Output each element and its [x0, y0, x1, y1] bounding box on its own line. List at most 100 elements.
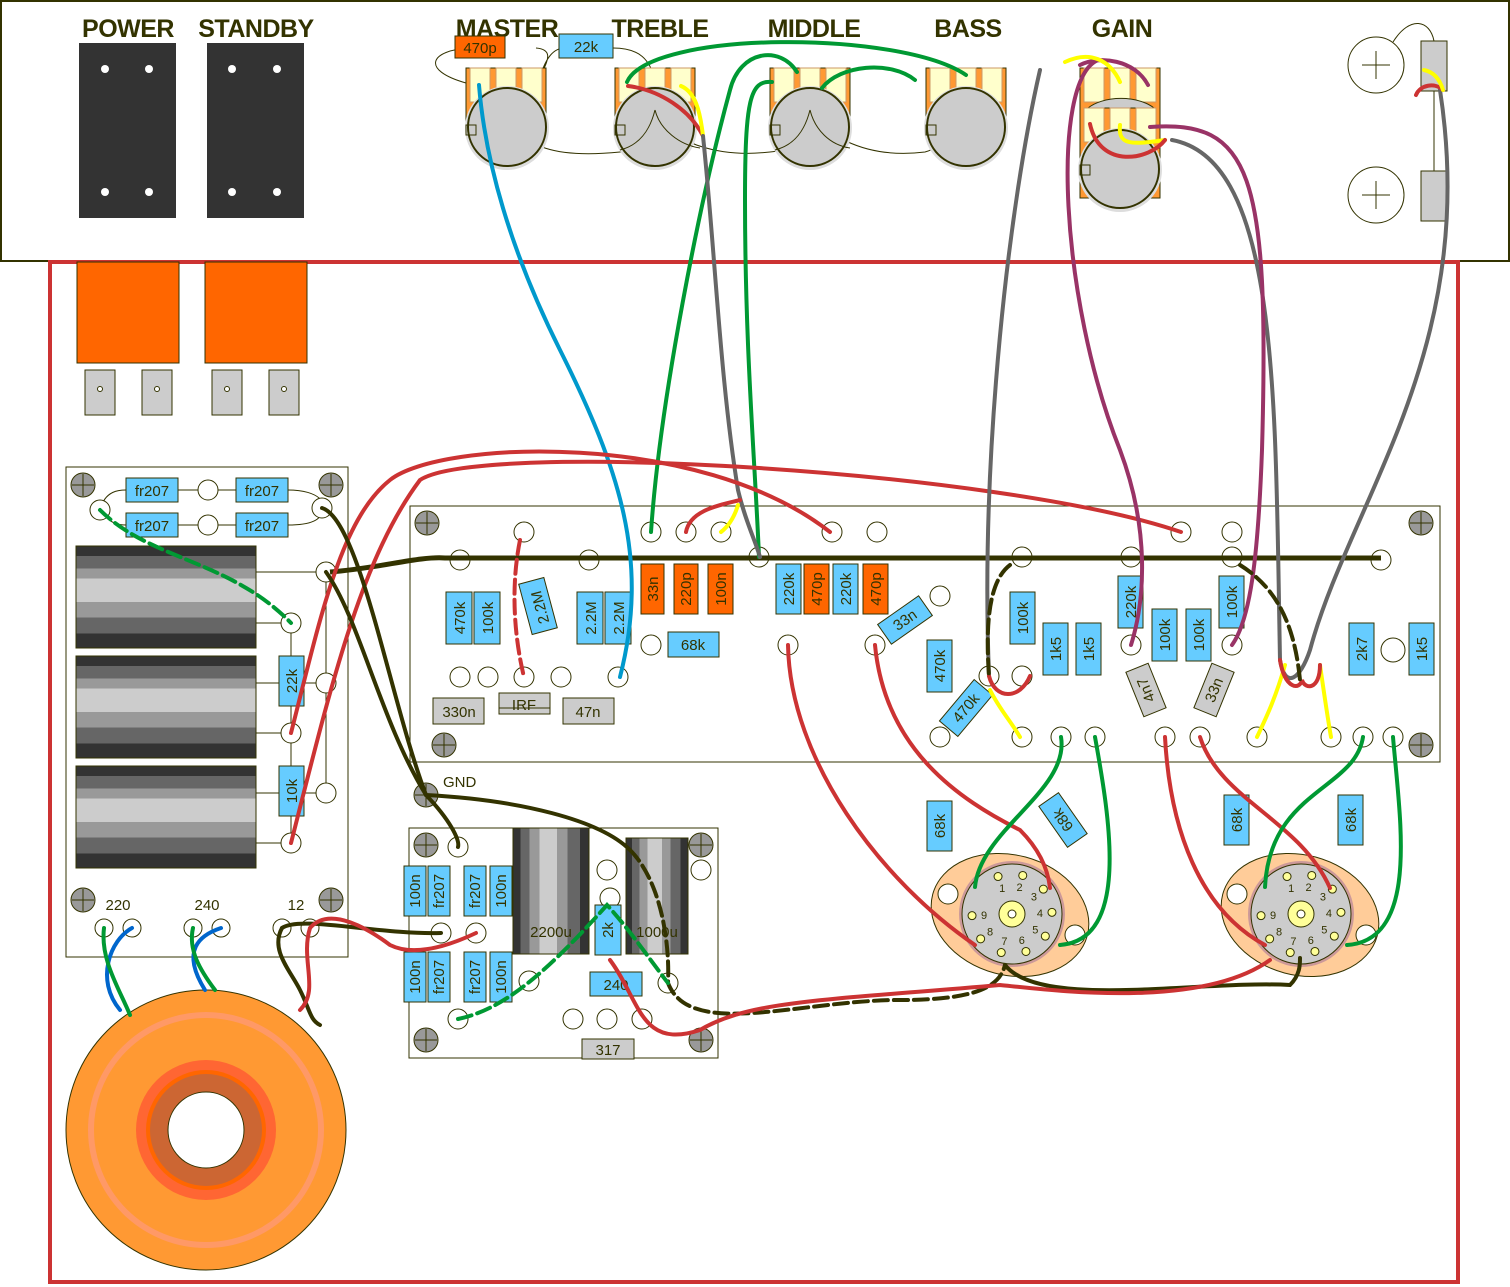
psu-res-10k: 10k [278, 765, 305, 817]
tube-pin [1336, 907, 1346, 917]
diode-fr207-4: fr207 [235, 512, 289, 538]
bass-label: BASS [934, 15, 1001, 43]
input-jack-1[interactable] [1347, 36, 1405, 94]
tube-pin-label: 5 [1321, 924, 1327, 936]
tube-pin-label: 1 [999, 883, 1005, 895]
svg-text:22k: 22k [574, 39, 599, 56]
tube-pin-label: 8 [987, 926, 993, 938]
diode-fr207-3: fr207 [125, 512, 179, 538]
filter-cap-2 [75, 655, 257, 759]
tube-pin-label: 1 [1288, 883, 1294, 895]
tube-pin [1329, 931, 1339, 941]
tube-pin [1307, 870, 1317, 880]
tap-240-label: 240 [194, 897, 219, 914]
tube-pin [1038, 884, 1048, 894]
tube-pin-label: 9 [1270, 910, 1276, 922]
tap-12-label: 12 [288, 897, 305, 914]
toroidal-transformer [65, 989, 347, 1271]
tube-pin [1047, 907, 1057, 917]
tube-pin [1018, 870, 1028, 880]
tone-section: 33n 220p 100n 68k 220k 470p 220k 470p 33… [640, 563, 934, 658]
svg-text:100k: 100k [1224, 585, 1241, 618]
mount-screw [70, 472, 344, 913]
master-pot[interactable] [465, 67, 549, 170]
svg-text:100n: 100n [407, 874, 424, 907]
svg-text:330n: 330n [442, 704, 475, 721]
regulator-317: 317 [581, 1038, 635, 1060]
reg-res-240: 240 [589, 971, 643, 997]
svg-text:100n: 100n [407, 960, 424, 993]
tube-pin-label: 2 [1305, 882, 1311, 894]
tube-pin [993, 872, 1003, 882]
tube-pin-label: 6 [1019, 935, 1025, 947]
jack-switch-top [1420, 40, 1448, 92]
tube-pin [1282, 872, 1292, 882]
svg-text:1k5: 1k5 [1048, 637, 1065, 661]
svg-text:470k: 470k [452, 601, 469, 634]
tube-pin-label: 5 [1032, 924, 1038, 936]
tube-pin-label: 3 [1031, 892, 1037, 904]
svg-text:470k: 470k [932, 649, 949, 682]
gain-section: 470k 470k 100k 1k5 1k5 220k 100k 100k 10… [926, 575, 1435, 738]
svg-text:1000u: 1000u [636, 924, 678, 941]
wires [98, 40, 1450, 1037]
tube-pin-label: 9 [981, 910, 987, 922]
power-switch-rear [76, 261, 180, 416]
tube-pin-label: 3 [1320, 892, 1326, 904]
psu-res-22k: 22k [278, 655, 305, 707]
svg-text:2.2M: 2.2M [583, 601, 600, 634]
filter-cap-3 [75, 765, 257, 869]
svg-text:fr207: fr207 [431, 874, 448, 908]
middle-pot[interactable] [768, 67, 852, 170]
svg-text:10k: 10k [284, 778, 301, 803]
svg-text:100k: 100k [1191, 618, 1208, 651]
ground-bus [329, 555, 1381, 575]
master-cap-470p [454, 35, 506, 59]
svg-text:68k: 68k [681, 637, 706, 654]
tube2-res-68k-a: 68k [1223, 794, 1250, 846]
input-jack-2[interactable] [1347, 166, 1405, 224]
tube-pin [996, 948, 1006, 958]
svg-text:220k: 220k [838, 572, 855, 605]
tube-pin [1265, 934, 1275, 944]
svg-text:100k: 100k [1157, 618, 1174, 651]
tube-pin [1310, 946, 1320, 956]
tube1-res-68k-a: 68k [926, 800, 953, 852]
tube-pin-label: 8 [1276, 926, 1282, 938]
svg-text:fr207: fr207 [135, 518, 169, 535]
power-switch[interactable] [79, 43, 176, 218]
svg-text:fr207: fr207 [245, 483, 279, 500]
svg-text:220p: 220p [678, 572, 695, 605]
svg-text:68k: 68k [1343, 807, 1360, 832]
tube-socket-1 [930, 852, 1090, 978]
jack-switch-bottom [1420, 170, 1448, 222]
middle-label: MIDDLE [768, 15, 861, 43]
svg-text:100k: 100k [1015, 601, 1032, 634]
svg-text:470p: 470p [868, 572, 885, 605]
svg-text:1k5: 1k5 [1414, 637, 1431, 661]
bass-pot[interactable] [924, 67, 1008, 170]
svg-text:fr207: fr207 [467, 874, 484, 908]
diode-fr207-1: fr207 [125, 477, 179, 503]
tube2-res-68k-b: 68k [1337, 794, 1364, 846]
tube-pin-label: 6 [1308, 935, 1314, 947]
tube-pin [1040, 931, 1050, 941]
svg-text:1k5: 1k5 [1081, 637, 1098, 661]
standby-switch[interactable] [207, 43, 304, 218]
svg-text:100n: 100n [713, 572, 730, 605]
tube-pin-label: 7 [1001, 936, 1007, 948]
svg-text:fr207: fr207 [245, 518, 279, 535]
svg-text:68k: 68k [932, 813, 949, 838]
svg-text:470p: 470p [463, 40, 496, 57]
svg-text:100k: 100k [480, 601, 497, 634]
cap-2200u [512, 827, 590, 955]
power-label: POWER [82, 15, 174, 43]
svg-text:fr207: fr207 [135, 483, 169, 500]
filter-cap-1 [75, 545, 257, 649]
gnd-label: GND [443, 774, 477, 791]
svg-text:2200u: 2200u [530, 924, 572, 941]
gain-label: GAIN [1092, 15, 1153, 43]
tube-socket-2 [1220, 852, 1380, 978]
svg-text:2k: 2k [600, 922, 617, 938]
input-section: 470k 100k 2.2M 2.2M 2.2M 330n 47n IRF [432, 576, 632, 725]
